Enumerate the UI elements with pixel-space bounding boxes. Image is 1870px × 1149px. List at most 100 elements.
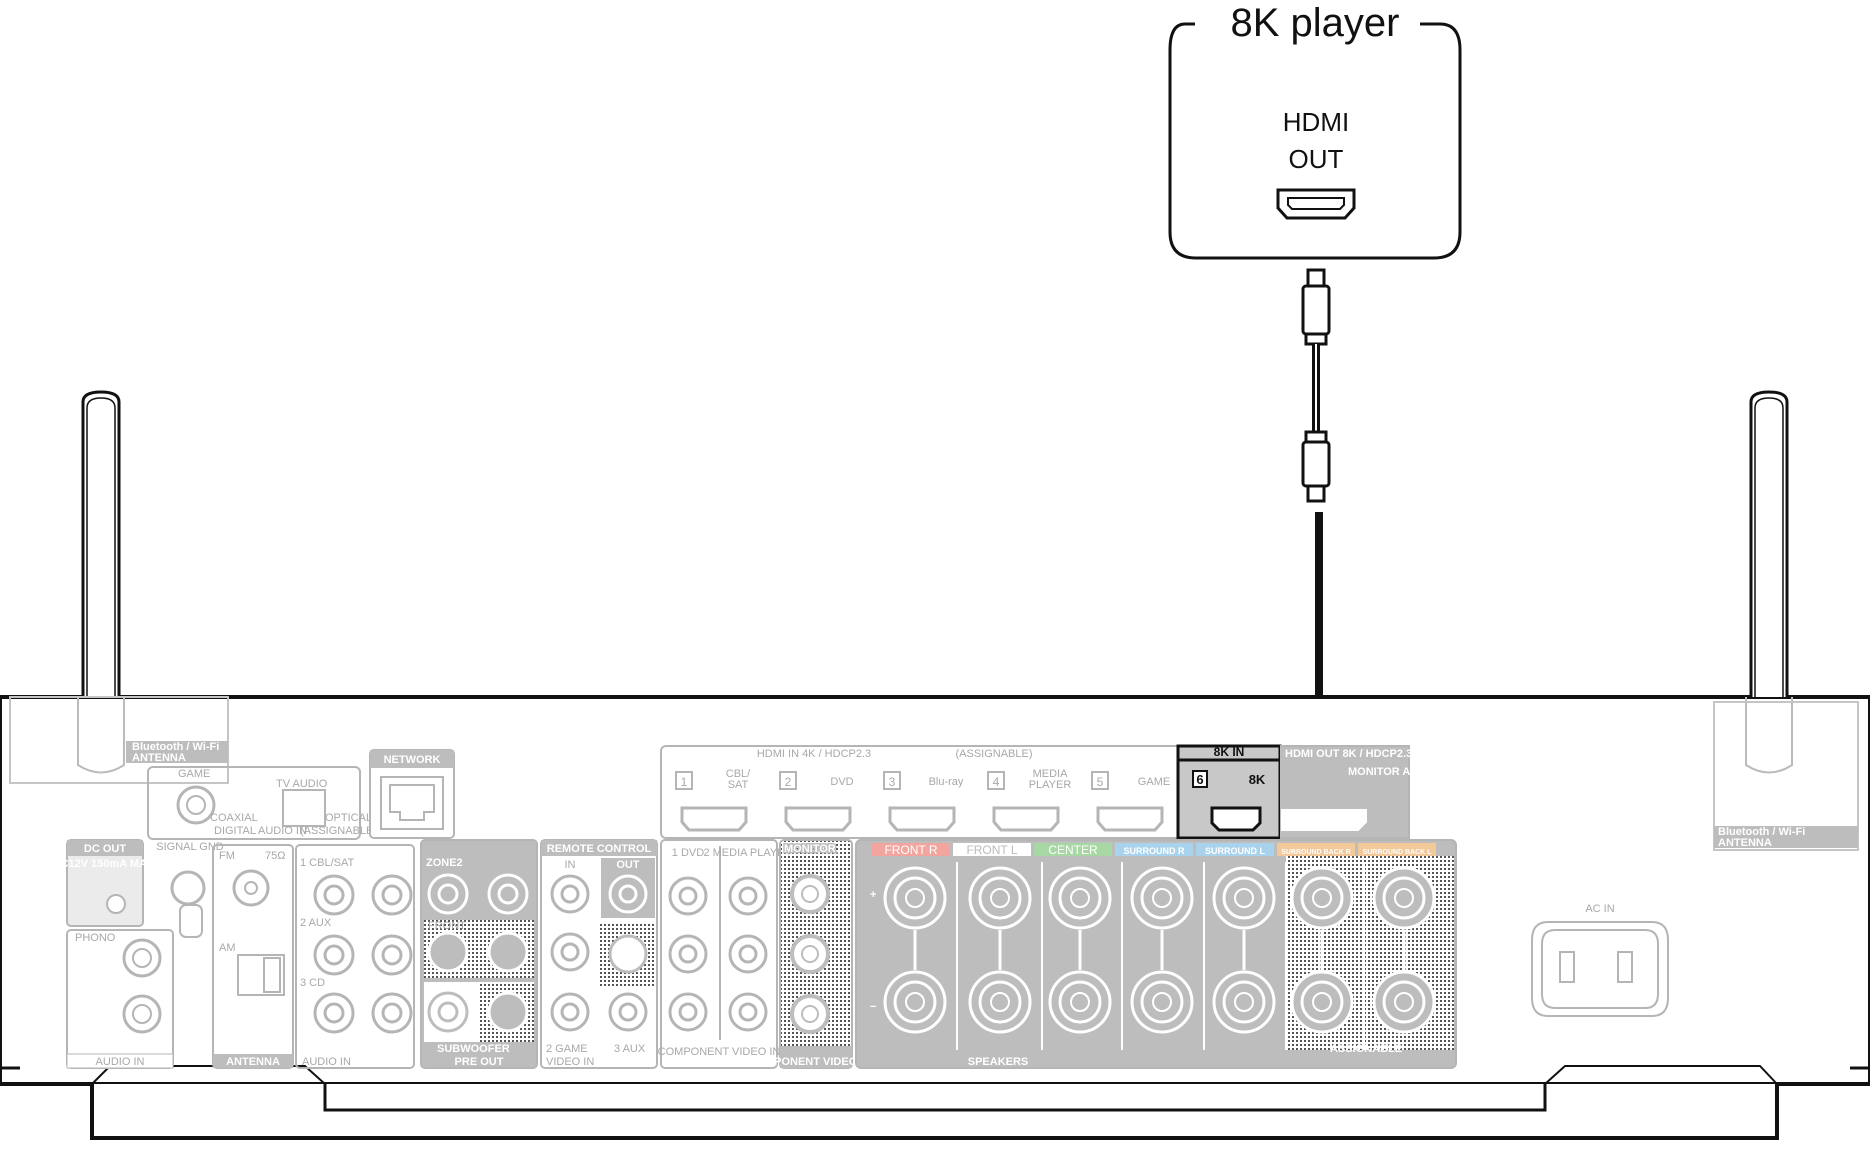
component-video-out-label: COMPONENT VIDEO OUT [748,1056,883,1068]
comp-media-label: 2 MEDIA PLAYER [703,847,792,859]
antenna-label-right-1: Bluetooth / Wi-Fi [1718,826,1805,838]
audio-in-assignable-label: AUDIO IN [302,1056,351,1068]
hdmi-8k-header: 8K IN [1214,745,1245,759]
hdmi-port-icon[interactable] [888,806,956,832]
speaker-terminal-6[interactable] [1290,862,1365,1050]
hdmi-input-5[interactable]: 5 GAME [1091,771,1170,832]
antenna-icon [1713,390,1859,851]
subwoofer-label: SUBWOOFER [437,1043,510,1055]
antenna-label-right-2: ANTENNA [1718,837,1772,849]
dc-out-label: DC OUT [84,843,126,855]
component-video-in-label: COMPONENT VIDEO IN [658,1046,781,1058]
digital-assignable-label: (ASSIGNABLE) [300,825,377,837]
monitor-label: MONITOR [784,843,836,855]
speaker-terminal-3[interactable] [1048,862,1123,1050]
cbl-sat-label: 1 CBL/SAT [300,857,354,869]
speaker-group-5: SURROUND L [1196,843,1274,856]
speaker-group-label: SURROUND BACK L [1363,849,1433,856]
digital-audio-in-section: GAME COAXIAL TV AUDIO OPTICAL DIGITAL AU… [147,766,377,840]
speaker-terminal-2[interactable] [968,862,1043,1050]
hdmi-port-icon[interactable] [1096,806,1164,832]
signal-gnd-section: SIGNAL GND [156,841,224,938]
audio-in-label: AUDIO IN [96,1056,145,1068]
hdmi-input-number: 3 [889,775,896,789]
zone2-label: ZONE2 [426,857,463,869]
hdmi-input-label: DVD [830,776,853,788]
phono-label: PHONO [75,932,116,944]
hdmi-input-label: GAME [1138,776,1170,788]
component-video-out-section: MONITOR COMPONENT VIDEO OUT [748,839,884,1069]
hdmi-input-label: CBL/SAT [726,768,751,791]
hdmi-8k-in-section[interactable]: 8K IN 6 8K [1176,744,1282,840]
signal-gnd-label: SIGNAL GND [156,841,223,853]
component-video-in-section: 1 DVD 2 MEDIA PLAYER COMPONENT VIDEO IN [658,839,793,1069]
hdmi-input-number: 2 [785,775,792,789]
speaker-terminal-1[interactable] [883,862,958,1050]
hdmi-input-number: 4 [993,775,1000,789]
aux-label: 2 AUX [300,917,332,929]
player-port-label-2: OUT [1289,144,1344,174]
speaker-group-label: SURROUND R [1123,846,1185,856]
ac-inlet-icon [1531,921,1669,1017]
remote-control-section: REMOTE CONTROL IN OUT 2 GAME 3 AUX VIDEO… [540,839,658,1069]
hdmi-out-section: HDMI OUT 8K / HDCP2.3 MONITOR ARC eARC [1280,745,1459,839]
digital-audio-in-label: DIGITAL AUDIO IN [214,825,307,837]
player-title: 8K player [1231,1,1400,45]
front-preout-label: FRONT [428,920,466,932]
speaker-group-label: FRONT R [884,843,937,857]
video-game-label: 2 GAME [546,1043,588,1055]
video-aux-label: 3 AUX [614,1043,646,1055]
speaker-group-label: SURROUND BACK R [1281,849,1351,856]
coaxial-label: COAXIAL [210,812,258,824]
ac-in-label: AC IN [1585,903,1614,915]
hdmi-input-3[interactable]: 3 Blu-ray [883,771,964,832]
speaker-group-label: CENTER [1048,843,1098,857]
speaker-terminal-4[interactable] [1130,862,1205,1050]
hdmi-input-2[interactable]: 2 DVD [779,771,854,832]
hdmi-out-header: HDMI OUT 8K / HDCP2.3 [1285,748,1412,760]
hdmi-8k-number: 6 [1196,772,1203,787]
game-label: GAME [178,768,210,780]
antenna-label-left-2: ANTENNA [132,752,186,764]
hdmi-input-number: 5 [1097,775,1104,789]
video-in-label: VIDEO IN [546,1056,594,1068]
speaker-terminal-5[interactable] [1212,862,1287,1050]
speaker-group-label: SURROUND L [1205,846,1266,856]
fm-label: FM [219,850,235,862]
pre-out-label: PRE OUT [455,1056,504,1068]
hdmi-in-header: HDMI IN 4K / HDCP2.3 [757,748,871,760]
player-device: 8K player HDMI OUT [1168,1,1462,260]
speaker-group-4: SURROUND R [1115,843,1193,856]
hdmi-8k-label: 8K [1249,772,1266,787]
hdmi-port-icon[interactable] [1210,806,1262,832]
assignable-label: ASSIGNABLE [1330,1043,1402,1055]
speaker-terminal-7[interactable] [1372,866,1436,1034]
speaker-group-label: FRONT L [966,843,1017,857]
tv-audio-label: TV AUDIO [276,778,328,790]
hdmi-input-label: Blu-ray [929,776,964,788]
hdmi-port-icon[interactable] [680,806,748,832]
pre-out-section: ZONE2 FRONT SUBWOOFER PRE OUT [420,839,538,1069]
antenna-label-bg-right [1714,826,1858,848]
speaker-group-6: SURROUND BACK R [1277,843,1355,856]
cd-label: 3 CD [300,977,325,989]
hdmi-port-icon[interactable] [992,806,1060,832]
fm-am-antenna-section: FM 75Ω AM ANTENNA [212,844,294,1069]
minus-sign: − [870,1001,876,1013]
dc-out-spec: DC12V 150mA MAX. [53,858,158,870]
speaker-group-7: SURROUND BACK L [1358,843,1436,856]
antenna-icon [9,390,229,784]
analog-audio-in-section: 1 CBL/SAT 2 AUX 3 CD AUDIO IN [295,844,415,1069]
hdmi-port-icon[interactable] [784,806,852,832]
ac-in-section: AC IN [1531,903,1669,1017]
network-label: NETWORK [384,754,441,766]
phono-section: PHONO AUDIO IN [66,929,174,1069]
comp-dvd-label: 1 DVD [672,847,704,859]
dc-out-section: DC OUT DC12V 150mA MAX. [53,839,158,927]
antenna-section-label: ANTENNA [226,1056,280,1068]
